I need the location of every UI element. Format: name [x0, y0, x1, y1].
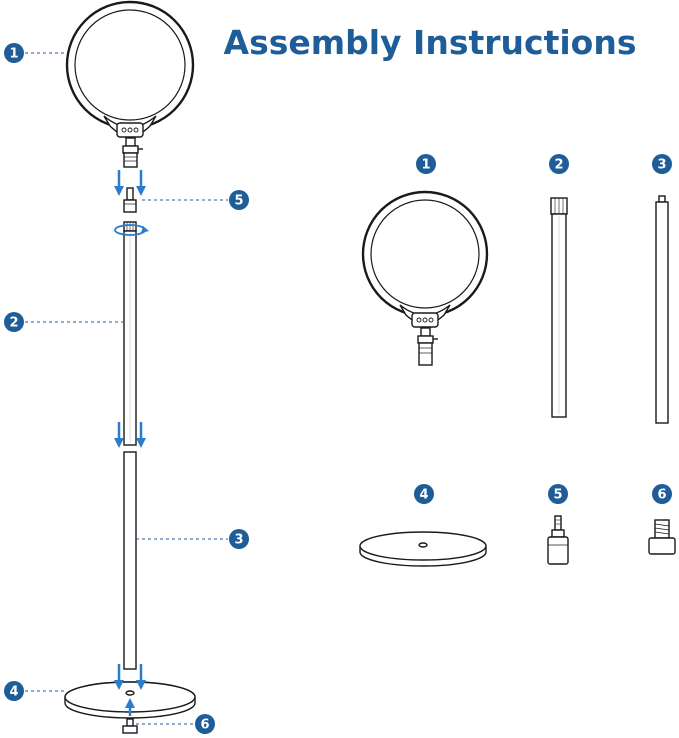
arrow-down-icon — [136, 170, 146, 196]
assembled-stand — [64, 0, 196, 734]
callout-badge-2: 2 — [4, 312, 24, 332]
svg-text:2: 2 — [9, 316, 18, 331]
ring-light-assembled — [65, 0, 195, 168]
arrow-down-icon — [114, 422, 124, 448]
svg-text:6: 6 — [657, 488, 666, 503]
part-1-ring-light: 1 — [361, 154, 489, 366]
callout-badge-3: 3 — [229, 529, 249, 549]
part-6-screw: 6 — [648, 484, 676, 555]
svg-text:4: 4 — [9, 685, 18, 700]
screw-part-6-assembled — [122, 718, 138, 734]
callout-badges: 1 5 2 3 4 6 — [4, 43, 249, 734]
arrow-down-icon — [114, 664, 124, 690]
arrow-up-icon — [125, 698, 135, 716]
callout-badge-5: 5 — [229, 190, 249, 210]
svg-text:3: 3 — [657, 158, 666, 173]
leader-lines — [25, 52, 228, 725]
arrow-down-icon — [136, 664, 146, 690]
svg-text:5: 5 — [553, 488, 562, 503]
parts-list: 1 2 — [359, 154, 676, 567]
svg-text:1: 1 — [9, 47, 18, 62]
pole-part-3-assembled — [123, 451, 137, 670]
part-4-base: 4 — [359, 484, 487, 567]
callout-badge-4: 4 — [4, 681, 24, 701]
arrow-down-icon — [136, 422, 146, 448]
rotate-arrow-icon — [114, 224, 149, 236]
callout-badge-6: 6 — [195, 714, 215, 734]
svg-text:1: 1 — [421, 158, 430, 173]
part-5-adapter: 5 — [547, 484, 569, 565]
callout-badge-1: 1 — [4, 43, 24, 63]
svg-text:3: 3 — [234, 533, 243, 548]
pole-part-2-assembled — [123, 221, 137, 446]
svg-text:4: 4 — [419, 488, 428, 503]
part-2-pole: 2 — [549, 154, 569, 418]
arrow-down-icon — [114, 170, 124, 196]
svg-text:2: 2 — [554, 158, 563, 173]
insert-arrows — [114, 170, 146, 716]
svg-text:5: 5 — [234, 194, 243, 209]
page-title: Assembly Instructions — [224, 23, 637, 62]
adapter-part-5-assembled — [123, 187, 137, 213]
svg-text:6: 6 — [200, 718, 209, 733]
part-3-pole: 3 — [652, 154, 672, 424]
